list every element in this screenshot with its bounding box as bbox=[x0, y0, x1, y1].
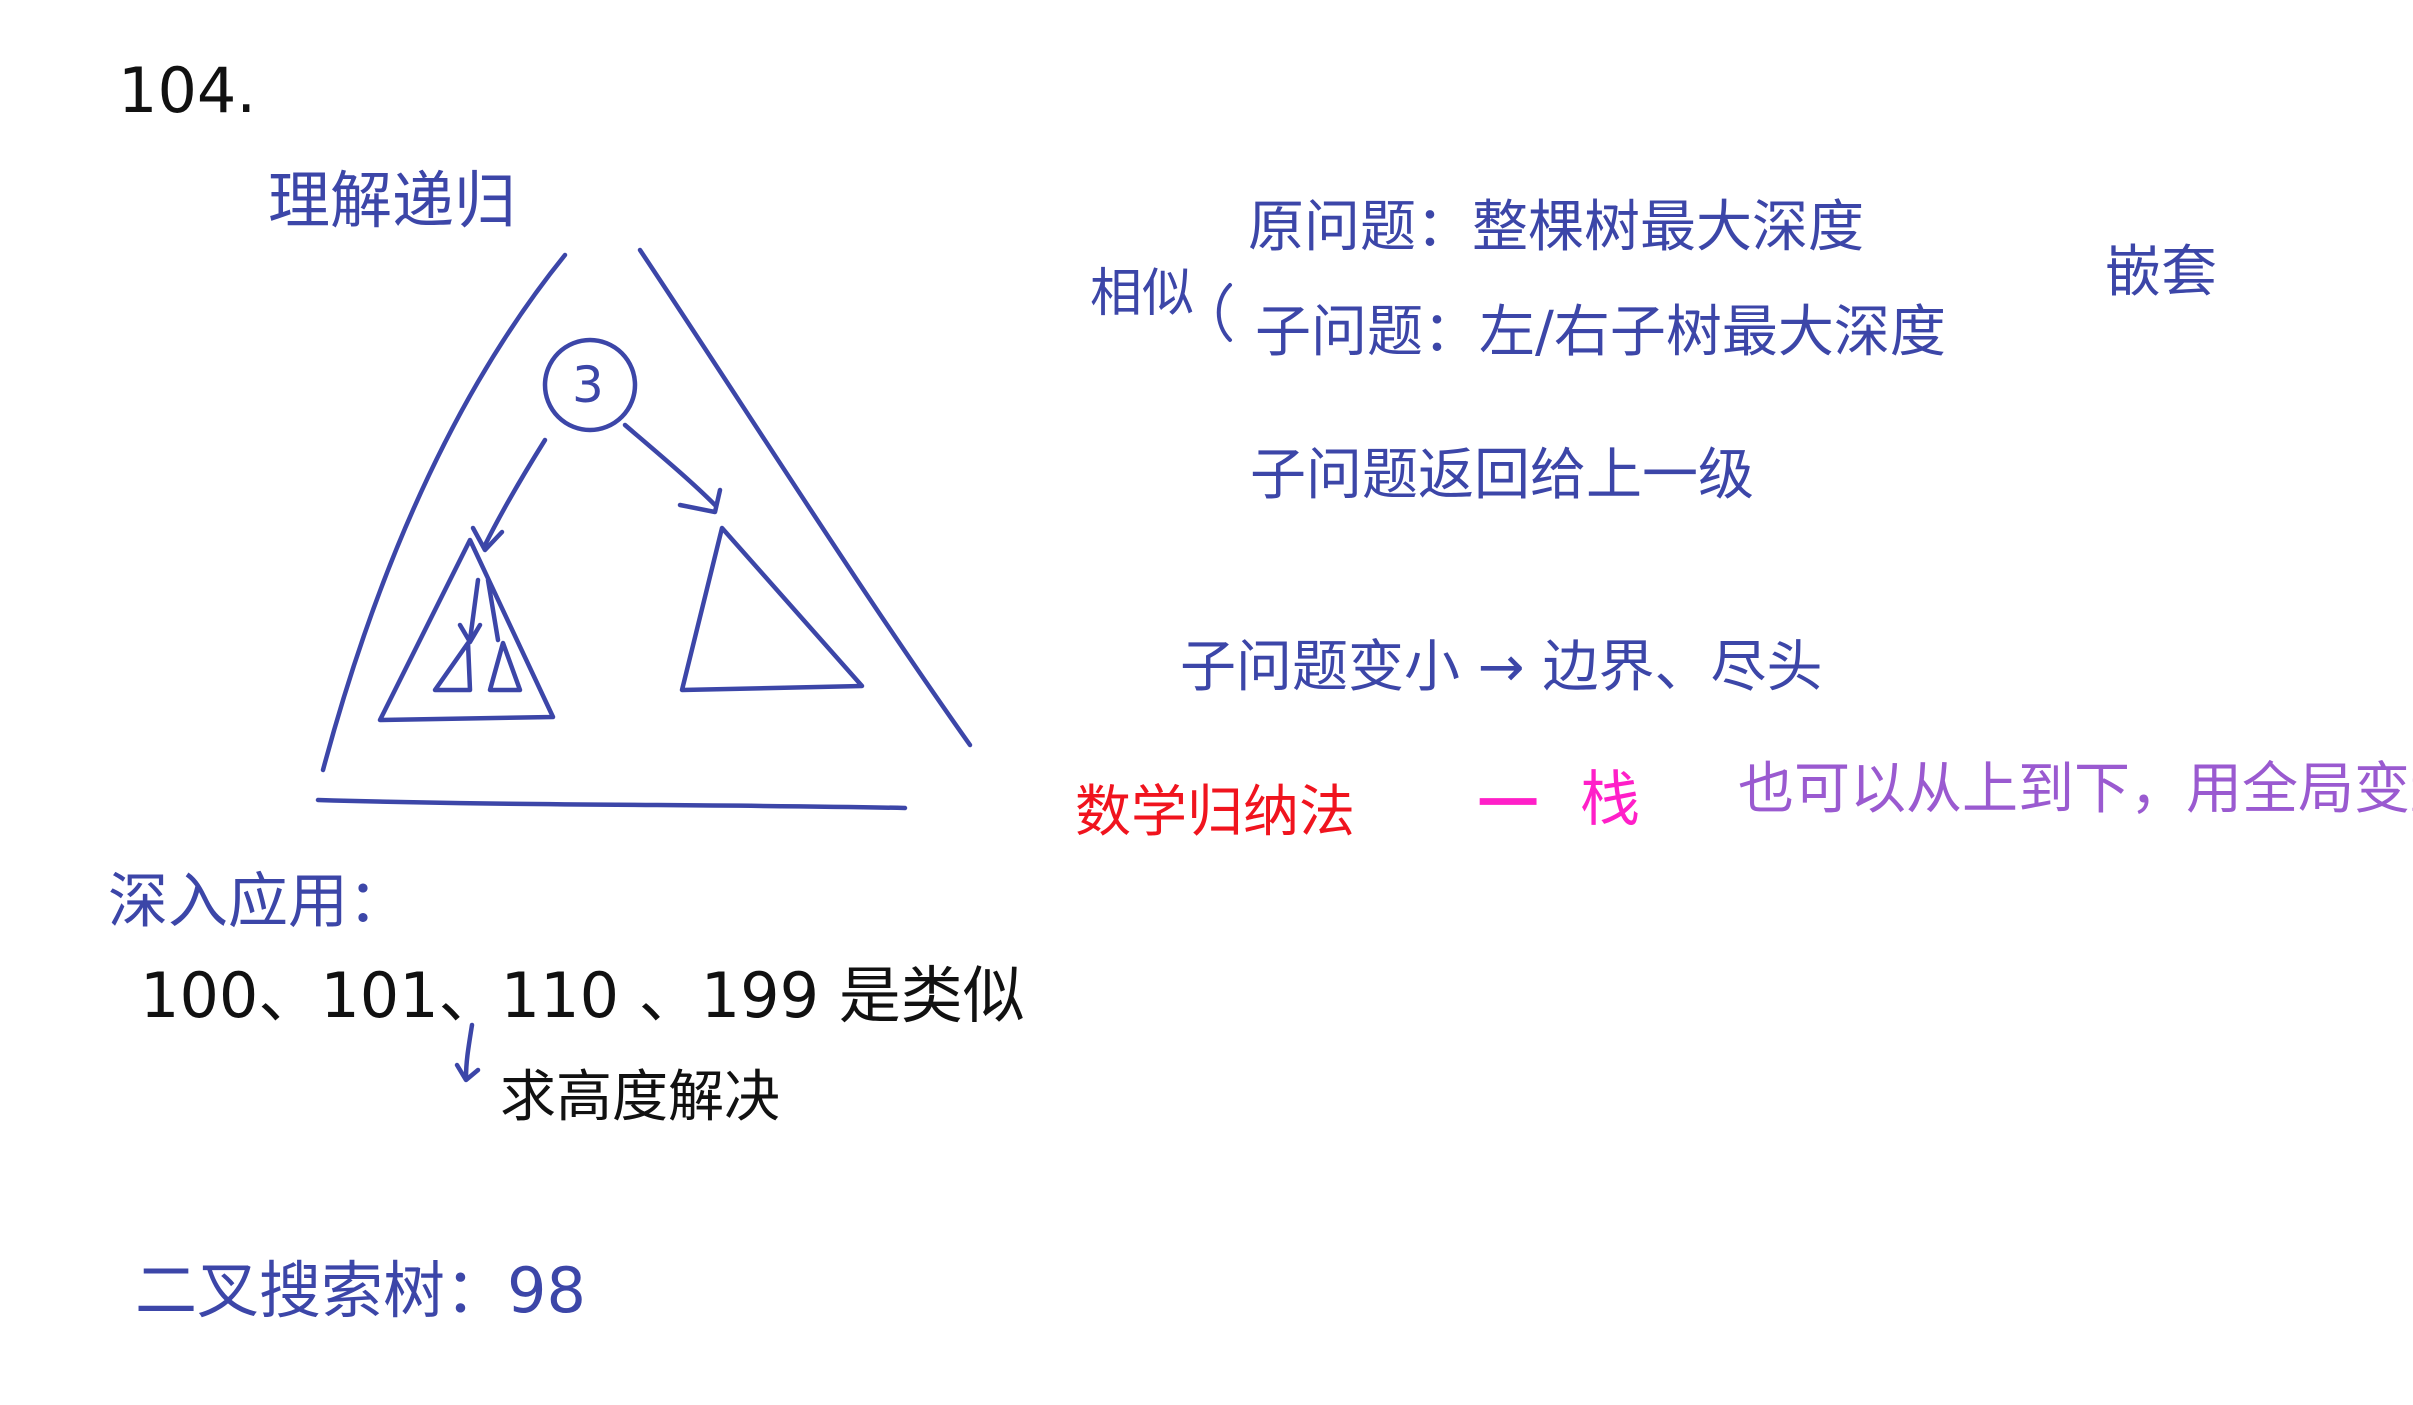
similar-problems-list: 100、101、110 、199 是类似 bbox=[140, 959, 1025, 1032]
outer-triangle-left-edge bbox=[320, 252, 568, 773]
sub-return-note: 子问题返回给上一级 bbox=[1250, 443, 1754, 508]
nested-triangle-a bbox=[432, 640, 473, 693]
original-problem-note: 原问题：整棵树最大深度 bbox=[1248, 195, 1864, 260]
top-down-note: 也可以从上到下，用全局变量算 bbox=[1738, 757, 2413, 822]
sub-problem-note: 子问题：左/右子树最大深度 bbox=[1255, 300, 1946, 365]
deep-apply-heading: 深入应用： bbox=[108, 867, 408, 937]
problem-number: 104. bbox=[118, 54, 257, 127]
down-arrow-mark bbox=[463, 1022, 475, 1081]
similar-brace bbox=[1216, 283, 1232, 342]
dash-mark: 一 bbox=[1478, 770, 1538, 840]
height-solve-note: 求高度解决 bbox=[500, 1065, 780, 1130]
right-subtree-triangle bbox=[679, 525, 865, 693]
math-induction-note: 数学归纳法 bbox=[1075, 780, 1355, 845]
left-edge-arrow bbox=[482, 437, 548, 548]
sub-smaller-note: 子问题变小 → 边界、尽头 bbox=[1180, 635, 1823, 700]
nested-triangle-b bbox=[487, 640, 523, 693]
right-edge-arrow bbox=[622, 422, 718, 508]
root-node-value: 3 bbox=[572, 356, 604, 414]
bst-note: 二叉搜索树：98 bbox=[135, 1254, 586, 1327]
left-subtree-triangle bbox=[377, 537, 556, 723]
stack-note: 栈 bbox=[1580, 765, 1640, 835]
similar-label: 相似 bbox=[1090, 264, 1195, 324]
title-understand-recursion: 理解递归 bbox=[268, 164, 517, 237]
outer-triangle-right-edge bbox=[637, 247, 973, 748]
outer-triangle-base bbox=[315, 797, 908, 811]
root-node-circle bbox=[542, 337, 638, 433]
nesting-note: 嵌套 bbox=[2105, 240, 2217, 305]
